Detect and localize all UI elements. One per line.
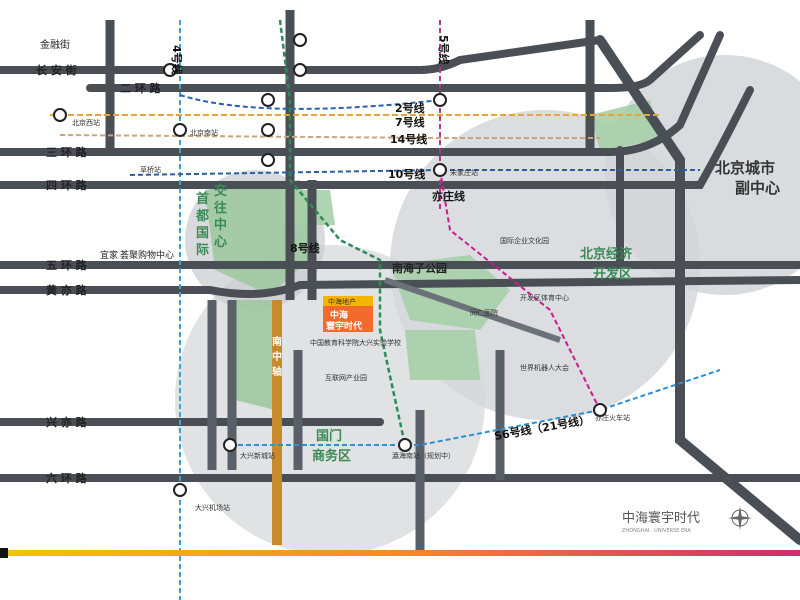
label-aegean: 荟聚购物中心 [120, 249, 174, 261]
station-marker [163, 63, 177, 77]
pin-logo: 中海地产 [328, 297, 356, 306]
station-marker [173, 483, 187, 497]
pin-title-2: 寰宇时代 [325, 320, 362, 332]
bottom-left-marker [0, 548, 8, 558]
station-marker [53, 108, 67, 122]
changan-road [0, 36, 604, 74]
line8-path [278, 19, 407, 446]
station-marker [293, 63, 307, 77]
label-kaifa: 开发区体育中心 [520, 293, 569, 302]
label-line2: 2号线 [395, 101, 425, 115]
label-xingyi: 兴 亦 路 [46, 415, 88, 429]
ring3-road [0, 31, 724, 156]
label-sub-center-1: 北京城市 [715, 159, 775, 177]
label-huangyi: 黄 亦 路 [46, 283, 88, 297]
station-markers [53, 33, 607, 497]
capital-char: 交 [214, 183, 227, 199]
label-school: 中国教育科学院大兴实验学校 [310, 338, 401, 347]
capital-char: 首 [196, 191, 209, 207]
metro-lines [50, 19, 721, 600]
pin-top [323, 296, 373, 306]
label-yizhuang-train: 亦庄火车站 [595, 413, 630, 422]
nanzhong-green [230, 300, 275, 410]
s6-path [230, 369, 721, 446]
label-nanhai-station: 瀛海南站（规划中） [392, 451, 455, 460]
jingtai-char: 中 [272, 350, 282, 363]
label-econ-1: 北京经济 [580, 246, 633, 262]
label-world-robot: 世界机器人大会 [520, 363, 569, 372]
label-intl-culture: 国际企业文化园 [500, 236, 549, 245]
label-line5: 5号线 [437, 35, 451, 65]
capital-char: 际 [196, 243, 209, 258]
footer-brand: 中海寰宇时代 [622, 510, 700, 526]
station-marker [223, 438, 237, 452]
label-ikea: 宜家 [100, 249, 118, 261]
huangyi-road [0, 276, 800, 298]
ring-roads [0, 31, 800, 545]
label-daxing-airport: 大兴机场站 [195, 503, 230, 512]
label-yizhuang: 亦庄线 [432, 189, 465, 203]
label-line14: 14号线 [390, 132, 427, 146]
pin-title-1: 中海 [330, 309, 348, 321]
capital-char: 都 [195, 208, 209, 224]
label-ring5: 五 环 路 [46, 258, 88, 272]
compass-icon [728, 506, 752, 530]
label-changan: 长 安 街 [36, 63, 77, 77]
ring6-east [595, 35, 800, 545]
station-marker [261, 93, 275, 107]
label-internet: 互联网产业园 [325, 373, 367, 382]
station-marker [293, 33, 307, 47]
label-line4: 4号线 [170, 45, 184, 75]
line14-path [59, 134, 600, 139]
station-marker [261, 153, 275, 167]
capital-intl-label: 首 都 国 际 交 往 中 心 [195, 183, 227, 258]
capital-char: 心 [214, 235, 227, 250]
label-daxing-xincheng: 大兴新城站 [240, 451, 275, 460]
label-beijing-south: 北京南站 [190, 128, 218, 137]
jingtai-vert-label: 南 中 轴 [272, 335, 282, 378]
label-econ-2: 开发区 [593, 266, 632, 282]
label-caoqiao: 草桥站 [140, 165, 161, 174]
capital-char: 往 [214, 200, 227, 216]
station-marker [433, 163, 447, 177]
station-marker [593, 403, 607, 417]
label-guomen-1: 国门 [316, 428, 342, 444]
jingtai-char: 南 [272, 335, 282, 348]
station-marker [398, 438, 412, 452]
label-guomen-2: 商务区 [312, 448, 351, 464]
yizhuang-path [439, 169, 601, 411]
label-line7: 7号线 [395, 115, 425, 129]
ring4-road [0, 86, 754, 189]
capital-char: 国 [196, 226, 209, 241]
label-ring2: 二 环 路 [120, 81, 162, 95]
station-marker [261, 123, 275, 137]
bottom-gradient-bar [0, 550, 800, 556]
jingtai-char: 轴 [272, 365, 282, 378]
station-marker [173, 123, 187, 137]
label-beijing-west: 北京西站 [72, 118, 100, 127]
footer-brand-sub: ZHONGHAI · UNIVERSE ERA [622, 528, 691, 534]
label-sub-center-2: 副中心 [735, 179, 780, 197]
label-ring6: 六 环 路 [46, 471, 88, 485]
label-line8: 8号线 [290, 241, 320, 255]
project-pin[interactable]: 中海地产 中海 寰宇时代 [323, 296, 373, 332]
wetland-green [405, 330, 480, 380]
label-songjiazhuang: 宋家庄站 [450, 168, 478, 177]
diagonal-road [384, 277, 561, 343]
station-marker [433, 93, 447, 107]
label-tongren: 同仁医院 [470, 308, 498, 317]
label-nanhai-park: 南海子公园 [392, 261, 447, 275]
vertical-roads [105, 10, 595, 550]
line10-path [129, 169, 700, 176]
label-jinrongjie: 金融街 [40, 38, 70, 51]
label-ring3: 三 环 路 [46, 145, 88, 159]
line2-path [179, 94, 441, 110]
capital-char: 中 [214, 217, 227, 233]
label-ring4: 四 环 路 [46, 178, 88, 192]
label-line10: 10号线 [388, 167, 425, 181]
